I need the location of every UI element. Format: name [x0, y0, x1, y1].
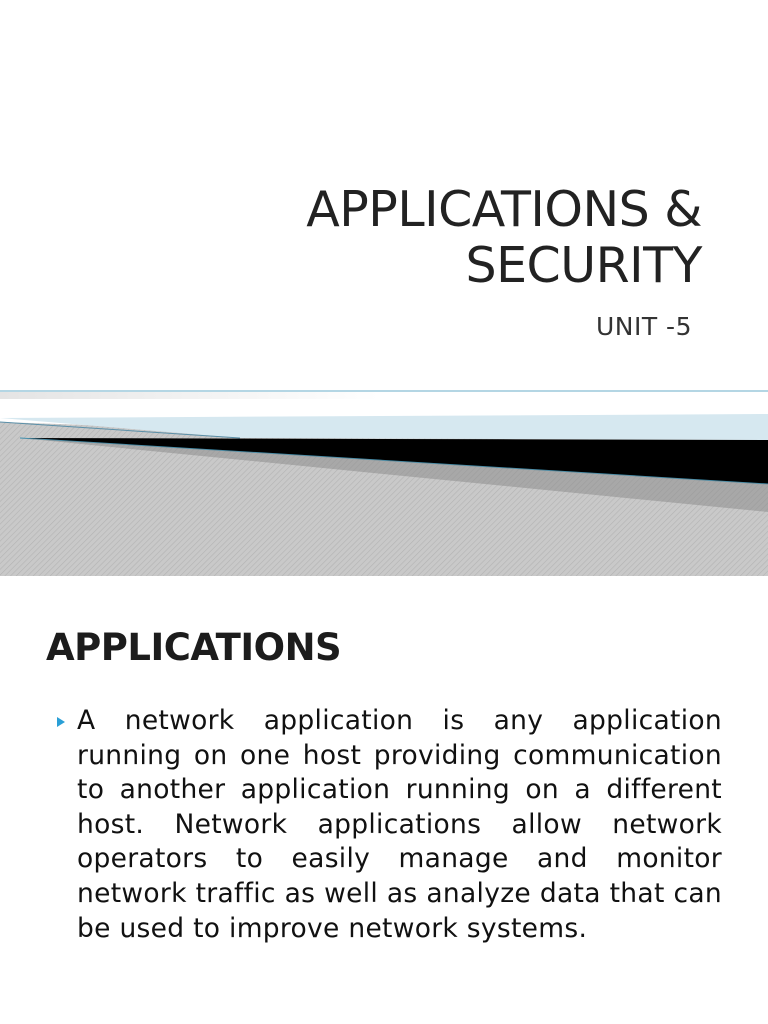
slide-subtitle: UNIT -5: [595, 312, 692, 341]
title-line-2: SECURITY: [465, 237, 702, 294]
banner-fade-strip: [0, 392, 380, 399]
triangle-bullet-icon: [57, 717, 65, 727]
banner-gray-band: [20, 438, 768, 512]
slide-title: APPLICATIONS & SECURITY: [306, 182, 702, 294]
bullet-paragraph: A network application is any application…: [77, 705, 722, 944]
title-line-1: APPLICATIONS &: [306, 181, 702, 238]
banner-diagonal-line: [0, 421, 241, 439]
decorative-banner: [0, 390, 768, 576]
banner-light-wedge: [0, 414, 768, 440]
slide-heading: APPLICATIONS: [46, 626, 342, 669]
title-slide: APPLICATIONS & SECURITY UNIT -5: [0, 181, 768, 576]
content-slide: APPLICATIONS A network application is an…: [0, 576, 768, 1024]
